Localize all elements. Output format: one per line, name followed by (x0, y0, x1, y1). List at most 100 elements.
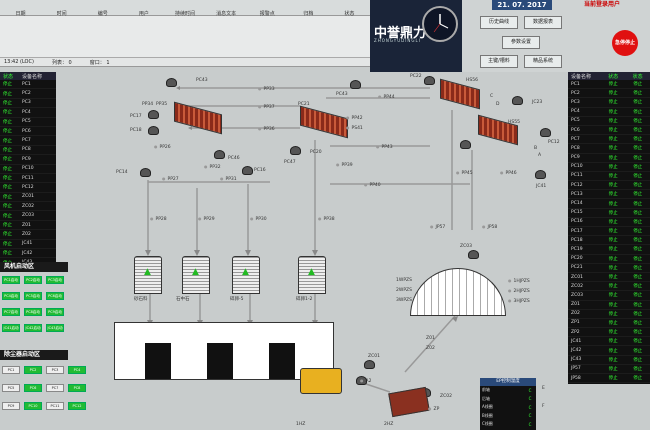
table-row[interactable]: PC6停止停止 (568, 126, 650, 135)
storage-dome[interactable] (410, 268, 506, 316)
table-row[interactable]: 停止PC2 (0, 89, 56, 98)
crusher-icon[interactable] (388, 387, 430, 417)
fan-icon[interactable] (214, 150, 225, 159)
silo-1[interactable] (134, 256, 162, 294)
fan-start-button[interactable]: PC4启动 (2, 292, 20, 300)
fan-start-button[interactable]: PC5启动 (24, 292, 42, 300)
table-row[interactable]: ZC03停止停止 (568, 291, 650, 300)
table-row[interactable]: JC42停止停止 (568, 346, 650, 355)
dust-start-button[interactable]: PC7 (46, 384, 64, 392)
table-row[interactable]: 停止PC5 (0, 118, 56, 127)
fan-start-button[interactable]: PC2启动 (24, 276, 42, 284)
table-row[interactable]: 停止ZC01 (0, 193, 56, 202)
fan-icon[interactable] (424, 76, 435, 85)
table-row[interactable]: PC14停止停止 (568, 199, 650, 208)
table-row[interactable]: ZC02停止停止 (568, 282, 650, 291)
dust-start-button[interactable]: PC9 (2, 402, 20, 410)
table-row[interactable]: PC21停止停止 (568, 264, 650, 273)
fan-start-button[interactable]: PC3启动 (46, 276, 64, 284)
dust-start-button[interactable]: PC6 (24, 384, 42, 392)
vibrating-screen-2[interactable] (300, 106, 348, 139)
fan-icon[interactable] (290, 146, 301, 155)
table-row[interactable]: 停止PC9 (0, 155, 56, 164)
fan-icon[interactable] (148, 126, 159, 135)
vibrating-screen-1[interactable] (174, 102, 222, 135)
table-row[interactable]: 停止PC7 (0, 136, 56, 145)
dust-start-button[interactable]: PC8 (68, 384, 86, 392)
table-row[interactable]: PC11停止停止 (568, 172, 650, 181)
dust-start-button[interactable]: PC12 (68, 402, 86, 410)
login-user[interactable]: 当前登录用户 (562, 0, 642, 10)
table-row[interactable]: 停止PC12 (0, 183, 56, 192)
fine-system-button[interactable]: 精品系统 (524, 55, 562, 68)
table-row[interactable]: PC8停止停止 (568, 144, 650, 153)
fan-icon[interactable] (140, 168, 151, 177)
fan-icon[interactable] (468, 250, 479, 259)
table-row[interactable]: PC19停止停止 (568, 245, 650, 254)
table-row[interactable]: PC9停止停止 (568, 154, 650, 163)
table-row[interactable]: 停止JC41 (0, 240, 56, 249)
fan-start-button[interactable]: PC7启动 (2, 308, 20, 316)
fan-icon[interactable] (350, 80, 361, 89)
dust-start-button[interactable]: PC10 (24, 402, 42, 410)
table-row[interactable]: Z01停止停止 (568, 301, 650, 310)
table-row[interactable]: ZC01停止停止 (568, 273, 650, 282)
table-row[interactable]: 停止PC1 (0, 80, 56, 89)
table-row[interactable]: 停止ZC02 (0, 202, 56, 211)
table-row[interactable]: PC12停止停止 (568, 181, 650, 190)
table-row[interactable]: Z02停止停止 (568, 310, 650, 319)
table-row[interactable]: JP57停止停止 (568, 365, 650, 374)
table-row[interactable]: 停止PC6 (0, 127, 56, 136)
silo-4[interactable] (298, 256, 326, 294)
fan-start-button[interactable]: PC1启动 (2, 276, 20, 284)
fan-icon[interactable] (540, 128, 551, 137)
fan-start-button[interactable]: PC6启动 (46, 292, 64, 300)
emergency-stop-button[interactable]: 急停停止 (612, 30, 638, 56)
table-row[interactable]: PC2停止停止 (568, 89, 650, 98)
table-row[interactable]: PC18停止停止 (568, 236, 650, 245)
dust-start-button[interactable]: PC5 (2, 384, 20, 392)
params-button[interactable]: 参数设置 (502, 36, 540, 49)
table-row[interactable]: PC4停止停止 (568, 108, 650, 117)
silo-2[interactable] (182, 256, 210, 294)
dust-start-button[interactable]: PC2 (24, 366, 42, 374)
fan-icon[interactable] (364, 360, 375, 369)
alarm-list-area[interactable] (0, 16, 370, 58)
table-row[interactable]: 停止PC8 (0, 146, 56, 155)
table-row[interactable]: PC3停止停止 (568, 98, 650, 107)
table-row[interactable]: 停止ZC03 (0, 211, 56, 220)
fan-icon[interactable] (460, 140, 471, 149)
silo-3[interactable] (232, 256, 260, 294)
table-row[interactable]: PC7停止停止 (568, 135, 650, 144)
table-row[interactable]: PC17停止停止 (568, 227, 650, 236)
table-row[interactable]: PC1停止停止 (568, 80, 650, 89)
fan-icon[interactable] (512, 96, 523, 105)
fan-icon[interactable] (242, 166, 253, 175)
dust-start-button[interactable]: PC11 (46, 402, 64, 410)
vibrating-screen-3[interactable] (440, 79, 480, 110)
table-row[interactable]: PC10停止停止 (568, 163, 650, 172)
fan-start-button[interactable]: JC42启动 (24, 324, 42, 332)
table-row[interactable]: PC15停止停止 (568, 209, 650, 218)
table-row[interactable]: PC13停止停止 (568, 190, 650, 199)
table-row[interactable]: JC43停止停止 (568, 356, 650, 365)
fan-start-button[interactable]: PC8启动 (24, 308, 42, 316)
table-row[interactable]: 停止PC10 (0, 165, 56, 174)
fan-icon[interactable] (166, 78, 177, 87)
table-row[interactable]: 停止Z02 (0, 230, 56, 239)
fan-start-button[interactable]: PC9启动 (46, 308, 64, 316)
history-curve-button[interactable]: 历史曲线 (480, 16, 518, 29)
table-row[interactable]: 停止PC3 (0, 99, 56, 108)
table-row[interactable]: ZP1停止停止 (568, 319, 650, 328)
fan-start-button[interactable]: JC43启动 (46, 324, 64, 332)
table-row[interactable]: JC41停止停止 (568, 337, 650, 346)
dust-start-button[interactable]: PC4 (68, 366, 86, 374)
report-button[interactable]: 数据报表 (524, 16, 562, 29)
table-row[interactable]: 停止JC42 (0, 249, 56, 258)
table-row[interactable]: 停止Z01 (0, 221, 56, 230)
table-row[interactable]: 停止PC11 (0, 174, 56, 183)
table-row[interactable]: PC16停止停止 (568, 218, 650, 227)
fan-icon[interactable] (148, 110, 159, 119)
dust-start-button[interactable]: PC3 (46, 366, 64, 374)
dust-start-button[interactable]: PC1 (2, 366, 20, 374)
